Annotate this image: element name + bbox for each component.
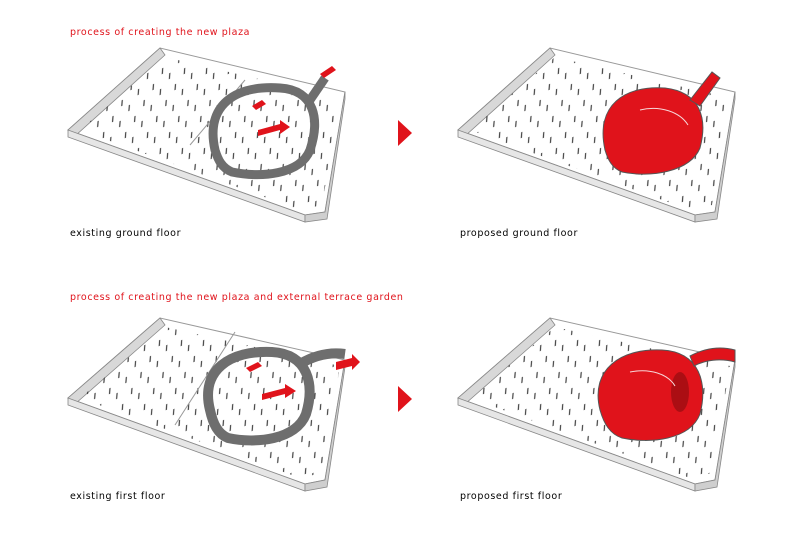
caption-existing-first: existing first floor bbox=[70, 491, 166, 502]
caption-existing-ground: existing ground floor bbox=[70, 228, 182, 239]
caption-proposed-first: proposed first floor bbox=[460, 491, 563, 502]
floor-plan-proposed-first bbox=[457, 317, 736, 492]
flow-arrow-icon bbox=[246, 354, 360, 400]
arrow-right-icon bbox=[398, 386, 412, 412]
floor-plan-proposed-ground bbox=[457, 47, 736, 223]
arrow-right-icon bbox=[398, 120, 412, 146]
flow-arrow-icon bbox=[252, 66, 336, 136]
section-title-first: process of creating the new plaza and ex… bbox=[70, 292, 404, 303]
section-title-ground: process of creating the new plaza bbox=[70, 27, 251, 38]
floor-plan-existing-first bbox=[67, 317, 360, 492]
floor-plan-existing-ground bbox=[67, 47, 346, 223]
caption-proposed-ground: proposed ground floor bbox=[460, 228, 578, 239]
